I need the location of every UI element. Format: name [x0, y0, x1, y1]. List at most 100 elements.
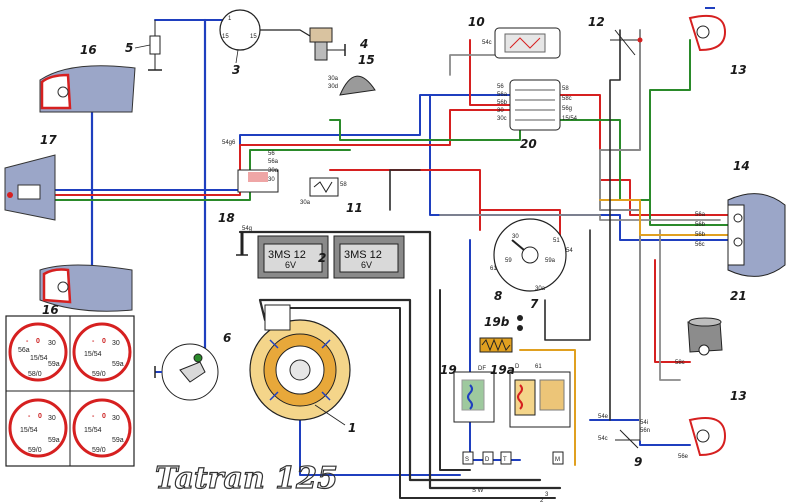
head-t2: 56b [695, 222, 706, 228]
callout-18: 18 [218, 211, 235, 225]
g2-l2: 59a [112, 361, 124, 368]
callout-19b: 19b [484, 315, 510, 329]
wire-yellow-relay [519, 349, 576, 466]
g4-m1: 0 [102, 413, 106, 420]
tail-term: 58c [675, 360, 685, 366]
ign-t4: 59 [505, 258, 512, 264]
fuse-term-2: 58 [340, 182, 347, 188]
generator [249, 304, 351, 421]
gauge-3: 30 15/54 59a 59/0 - 0 [8, 398, 68, 458]
wire-dark-top [389, 169, 421, 211]
contact-breaker [154, 343, 219, 401]
sw18-t4: 30a [268, 168, 279, 174]
batt-term-54g: 54g [242, 226, 252, 232]
headlamp: 56a 56b 56b 56c [695, 193, 786, 277]
fuse-term-1: 30a [300, 200, 311, 206]
callout-10: 10 [468, 15, 485, 29]
callouts: 1 2 3 4 5 6 7 8 9 10 11 12 13 13 14 15 1… [40, 15, 750, 469]
light-switch: 54g6 56 56a 30a 30 [222, 140, 279, 193]
tail-lamp: 58c [675, 317, 723, 366]
sw18-t3: 56a [268, 159, 279, 165]
g3-m1: 0 [38, 413, 42, 420]
wire-blue-right [429, 94, 731, 241]
handlebar-switch-housing [4, 154, 56, 221]
head-t1: 56a [695, 212, 706, 218]
battery-left-volt: 6V [285, 260, 296, 270]
batteries: 3MS 12 6V 3MS 12 6V 54g [236, 226, 405, 279]
g4-l3: 59/0 [92, 447, 106, 454]
g3-l1: 15/54 [20, 427, 38, 434]
ign-t1: 30 [512, 234, 519, 240]
g2-m1: 0 [102, 338, 106, 345]
callout-14: 14 [733, 159, 750, 173]
callout-4: 4 [359, 37, 368, 51]
term-2: 2 [540, 498, 544, 504]
wire-dark-relay [439, 289, 471, 471]
box20-t4: 30 [497, 108, 504, 114]
term-sw: S W [472, 488, 484, 494]
wire-red-ign [329, 169, 481, 231]
spark-plug [309, 27, 346, 61]
capacitor [148, 20, 162, 71]
wire-green-3 [649, 39, 691, 201]
ignition-switch: 30 51 59a 59 54 30a 61 [490, 218, 573, 292]
g1-m0: - [26, 338, 29, 345]
gauge-2: 30 15/54 59a 59/0 - 0 [72, 322, 132, 382]
ign-t6: 30a [535, 286, 546, 292]
callout-19: 19 [440, 363, 457, 377]
g4-l0: 30 [112, 415, 120, 422]
wire-red-top [469, 39, 511, 106]
callout-19a: 19a [490, 363, 515, 377]
wire-green-harness [19, 149, 351, 201]
g1-m1: 0 [36, 338, 40, 345]
ign-t3: 59a [545, 258, 556, 264]
wire-green-2 [559, 119, 731, 226]
term-t: T [503, 457, 507, 463]
switch-9: 54e 54i 56n 54c [598, 414, 650, 449]
g2-l0: 30 [112, 340, 120, 347]
ign-t7: 61 [490, 266, 497, 272]
g1-l4: 58/0 [28, 371, 42, 378]
box20-t5: 30c [497, 116, 507, 122]
bottom-terminals: S D T M 3 2 S W [462, 451, 564, 504]
callout-21: 21 [730, 289, 747, 303]
callout-17: 17 [40, 133, 57, 147]
wire-blue-low [469, 239, 521, 461]
wire-grey-2 [439, 214, 721, 221]
g2-l3: 59/0 [92, 371, 106, 378]
rear-light-bottom: 56e [678, 417, 727, 460]
ignition-coil: 1 15 15 [219, 9, 321, 51]
callout-1: 1 [348, 421, 356, 435]
callout-16-top: 16 [80, 43, 97, 57]
wire-black-rear [609, 29, 621, 421]
rear13-term: 56e [678, 454, 689, 460]
callout-3: 3 [232, 63, 240, 77]
g3-l3: 59/0 [28, 447, 42, 454]
wire-orange-1 [599, 199, 731, 236]
reg-t3: 61 [535, 364, 542, 370]
term-d: D [485, 457, 490, 463]
callout-11: 11 [346, 201, 363, 215]
wire-grey-3 [659, 229, 681, 381]
box20-t3: 56b [497, 100, 508, 106]
ign-t2: 51 [553, 238, 560, 244]
g1-l2: 15/54 [30, 355, 48, 362]
wire-grey-1 [599, 29, 641, 441]
box20-t9: 15/54 [562, 116, 578, 122]
g3-l0: 30 [48, 415, 56, 422]
terminal-box: 56 56a 56b 30 30c 58 58c 56g 15/54 [497, 79, 578, 131]
g2-l1: 15/54 [84, 351, 102, 358]
horn: 30a 30d [328, 75, 376, 96]
wire-dark-battery [238, 230, 562, 490]
callout-15: 15 [358, 53, 375, 67]
wire-blue-harness [44, 94, 521, 191]
wire-blue-sw [299, 399, 461, 476]
g2-m0: - [92, 338, 95, 345]
term-s: S [465, 457, 469, 463]
wire-green-1 [329, 119, 521, 141]
sw18-t2: 56 [268, 151, 275, 157]
wire-red-right [559, 94, 731, 216]
callout-9: 9 [634, 455, 642, 469]
head-t3: 56b [695, 232, 706, 238]
